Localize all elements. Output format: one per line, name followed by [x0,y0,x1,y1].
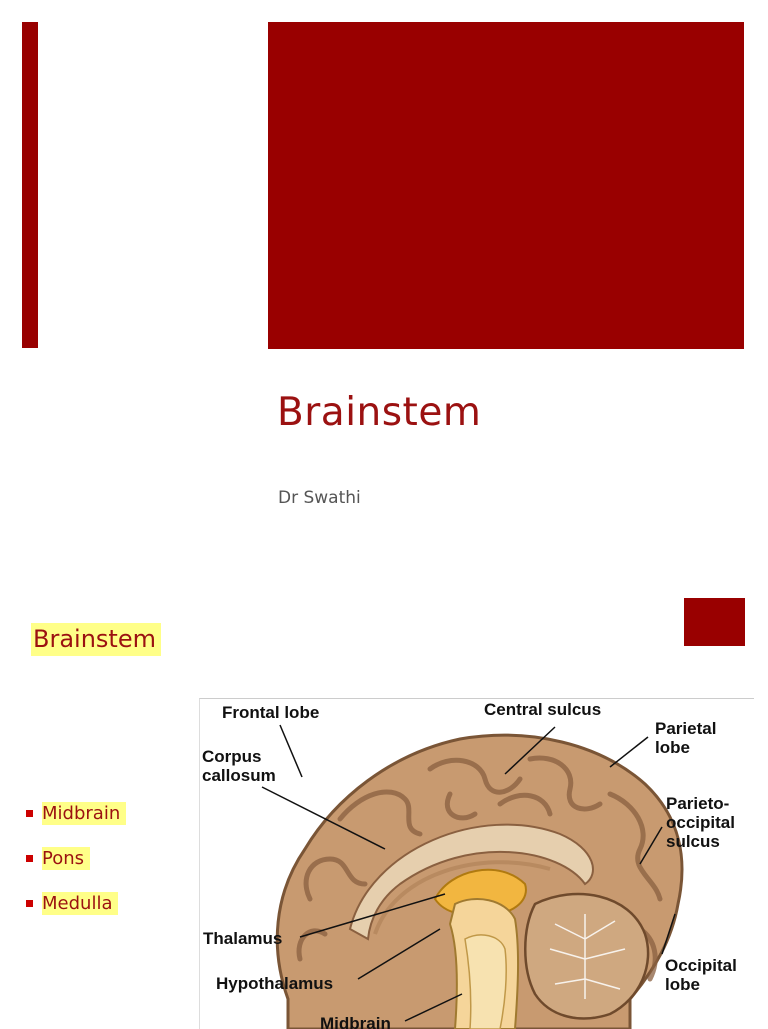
slide-title: Brainstem [31,623,161,656]
square-bullet-icon [26,855,33,862]
label-central-sulcus: Central sulcus [484,700,602,719]
label-parietal-lobe: Parietal lobe [655,719,717,757]
list-item: Midbrain [26,802,127,825]
square-bullet-icon [26,900,33,907]
label-corpus-callosum: Corpus callosum [202,747,276,785]
label-midbrain: Midbrain [320,1014,391,1029]
list-item: Medulla [26,892,126,915]
bullet-text: Midbrain [42,802,127,825]
slide-title: Brainstem [277,390,482,435]
label-parieto-occipital-sulcus: Parieto- occipital sulcus [666,794,735,851]
content-slide: Brainstem Midbrain Pons Medulla [0,580,768,1029]
brain-illustration [261,724,684,1029]
label-frontal-lobe: Frontal lobe [222,703,320,722]
square-bullet-icon [26,810,33,817]
bullet-list: Midbrain Pons Medulla [26,802,127,937]
title-slide: Brainstem Dr Swathi [22,22,744,508]
bullet-text: Pons [42,847,91,870]
bullet-text: Medulla [42,892,119,915]
label-thalamus: Thalamus [203,929,283,948]
accent-corner-box [684,598,745,646]
list-item: Pons [26,847,126,870]
label-hypothalamus: Hypothalamus [216,974,334,993]
brain-sagittal-figure: Frontal lobe Central sulcus Parietal lob… [199,698,754,1029]
label-occipital-lobe: Occipital lobe [665,956,737,994]
accent-bar-left [22,22,38,348]
slide-subtitle: Dr Swathi [278,488,361,508]
accent-block-right [268,22,744,349]
